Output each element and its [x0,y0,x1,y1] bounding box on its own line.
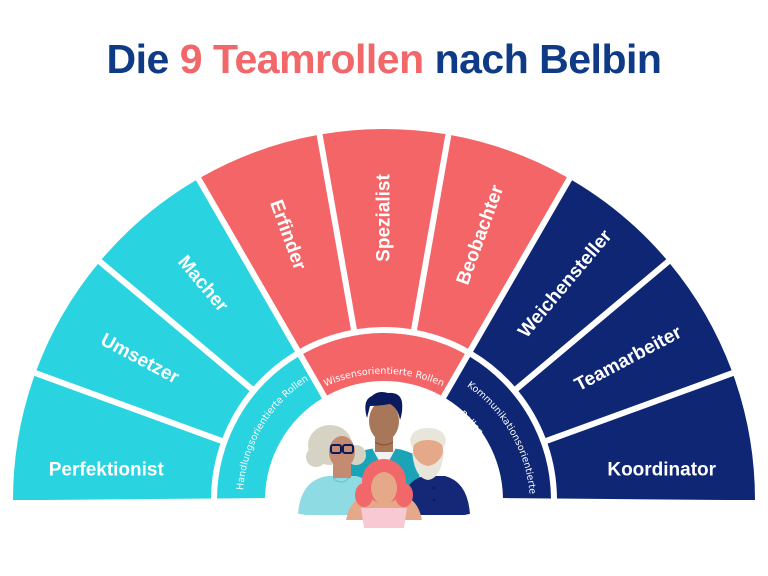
role-segment-umsetzer [36,263,250,439]
people-illustration [298,392,470,528]
person-woman-front [346,459,422,528]
role-segments [13,128,755,501]
role-label-perfektionist: Perfektionist [49,460,165,481]
role-segment-koordinator [547,375,755,501]
role-segment-teamarbeiter [518,263,732,439]
role-label-koordinator: Koordinator [607,460,716,481]
role-segment-perfektionist [13,375,221,501]
title-part-belbin: nach Belbin [434,36,662,82]
group-segment-knowledge [303,333,465,396]
group-segment-action [217,356,322,499]
role-segment-beobachter [416,135,567,349]
person-woman-left [298,425,378,515]
title-part-die: Die [106,36,170,82]
page-title: Die 9 Teamrollen nach Belbin [0,34,768,84]
role-label-spezialist: Spezialist [374,174,395,262]
role-segment-macher [101,180,295,387]
role-segment-weichensteller [473,180,667,387]
person-man-right [400,428,470,515]
group-segment-communication [446,356,551,499]
role-segment-spezialist [322,128,446,330]
title-part-teamrollen: 9 Teamrollen [179,36,424,82]
role-segment-erfinder [201,135,352,349]
